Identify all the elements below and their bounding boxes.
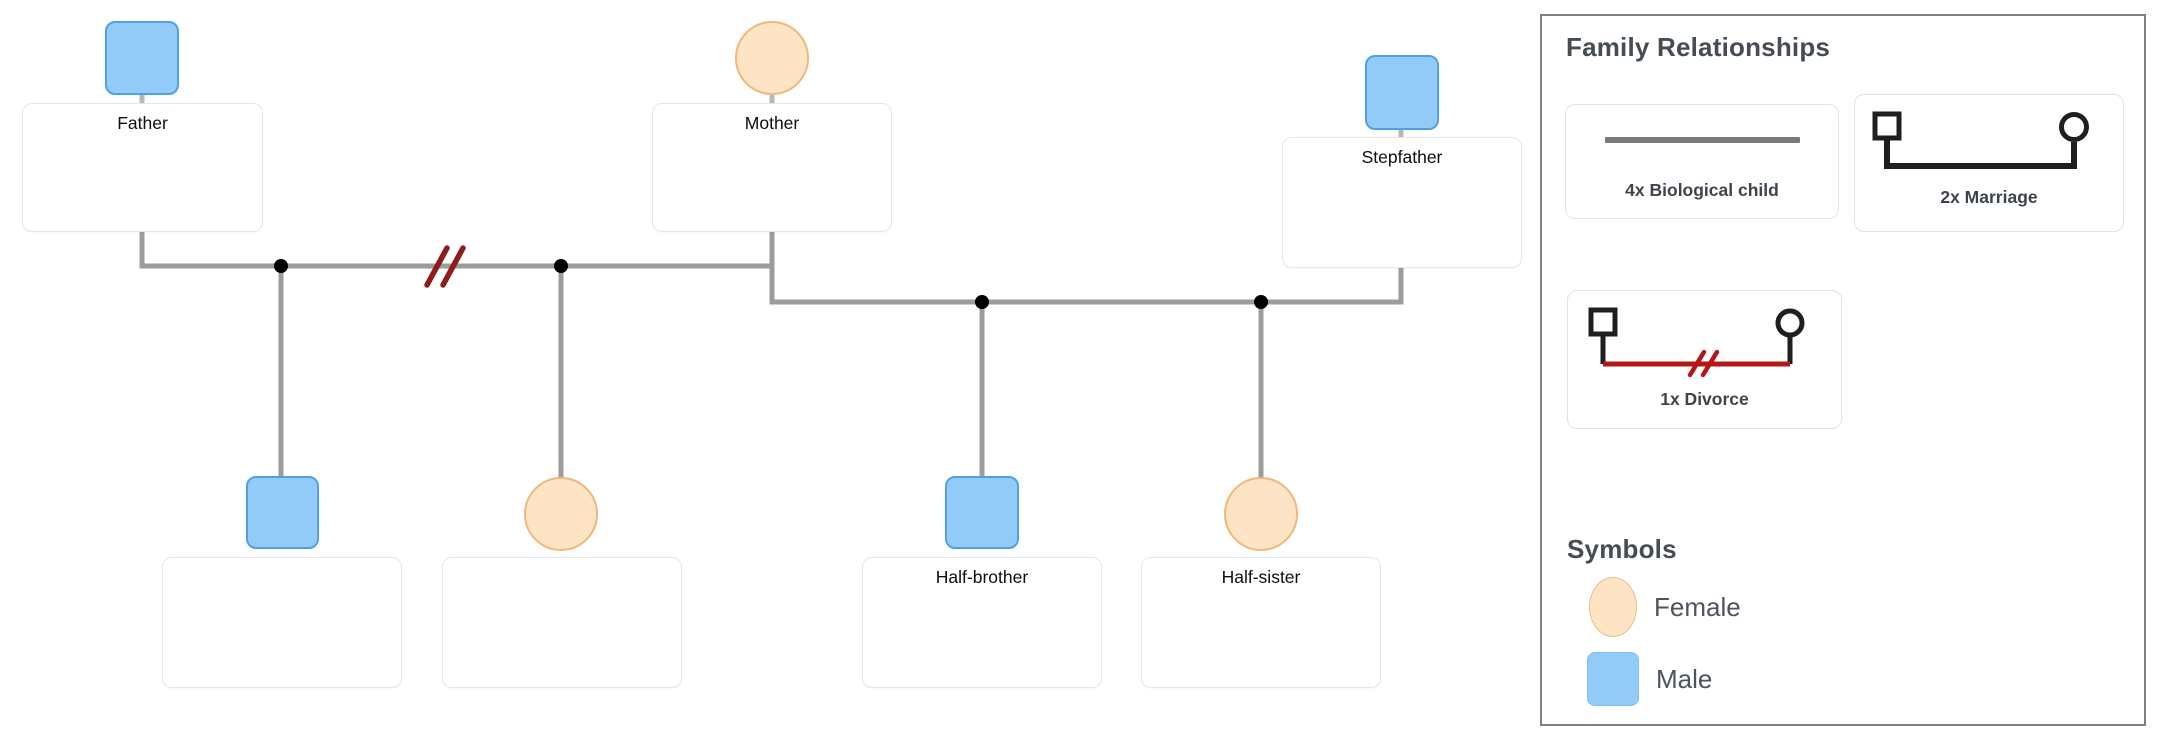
stepfather-male-symbol[interactable]	[1365, 55, 1439, 130]
stepfather-card-stub	[1398, 130, 1404, 138]
daughter-female-symbol[interactable]	[524, 477, 598, 551]
half-brother-label: Half-brother	[935, 567, 1029, 587]
divorce-count-label: 1x Divorce	[1660, 389, 1749, 409]
symbols-title: Symbols	[1567, 534, 1677, 564]
son-card[interactable]	[162, 557, 402, 688]
son-male-symbol[interactable]	[246, 476, 319, 549]
mother-female-symbol[interactable]	[735, 21, 809, 95]
stepfather-label: Stepfather	[1361, 147, 1443, 167]
mother-card[interactable]: Mother	[652, 103, 892, 232]
half-sister-female-symbol[interactable]	[1224, 477, 1298, 551]
mother-card-stub	[769, 95, 775, 104]
legend-symbol-male: Male	[1587, 652, 1712, 706]
divorce-slash-icon	[424, 245, 450, 288]
legend-title: Family Relationships	[1566, 32, 1831, 62]
stepfather-card[interactable]: Stepfather	[1282, 137, 1522, 268]
marriage-glyph-icon	[1872, 111, 2089, 169]
father-card-stub	[139, 95, 145, 104]
half-brother-card[interactable]: Half-brother	[862, 557, 1102, 688]
daughter-junction-dot	[554, 259, 568, 273]
biological-child-line-icon	[1604, 137, 1800, 143]
son-junction-dot	[274, 259, 288, 273]
half-brother-junction-dot	[975, 295, 989, 309]
father-label: Father	[117, 113, 168, 133]
divorce-glyph-icon	[1588, 307, 1804, 378]
half-brother-male-symbol[interactable]	[945, 476, 1019, 549]
divorce-slash-icon	[440, 245, 466, 288]
female-symbol-label: Female	[1654, 591, 1741, 622]
father-male-symbol[interactable]	[105, 21, 179, 95]
half-sister-label: Half-sister	[1221, 567, 1301, 587]
female-circle-icon	[1589, 577, 1637, 637]
mother-stepfather-marriage-line	[769, 232, 1404, 305]
marriage-count-label: 2x Marriage	[1940, 187, 2038, 207]
legend-item-marriage: 2x Marriage	[1854, 94, 2124, 232]
male-square-icon	[1587, 652, 1639, 706]
daughter-card[interactable]	[442, 557, 682, 688]
legend-item-biological-child: 4x Biological child	[1565, 104, 1839, 219]
biological-child-count-label: 4x Biological child	[1625, 180, 1779, 200]
legend-panel: Family Relationships 4x Biological child…	[1540, 14, 2146, 726]
legend-symbol-female: Female	[1589, 577, 1741, 637]
half-sister-card[interactable]: Half-sister	[1141, 557, 1381, 688]
male-symbol-label: Male	[1656, 663, 1713, 694]
half-sister-junction-dot	[1254, 295, 1268, 309]
mother-label: Mother	[744, 113, 800, 133]
legend-item-divorce: 1x Divorce	[1567, 290, 1842, 429]
father-card[interactable]: Father	[22, 103, 263, 232]
